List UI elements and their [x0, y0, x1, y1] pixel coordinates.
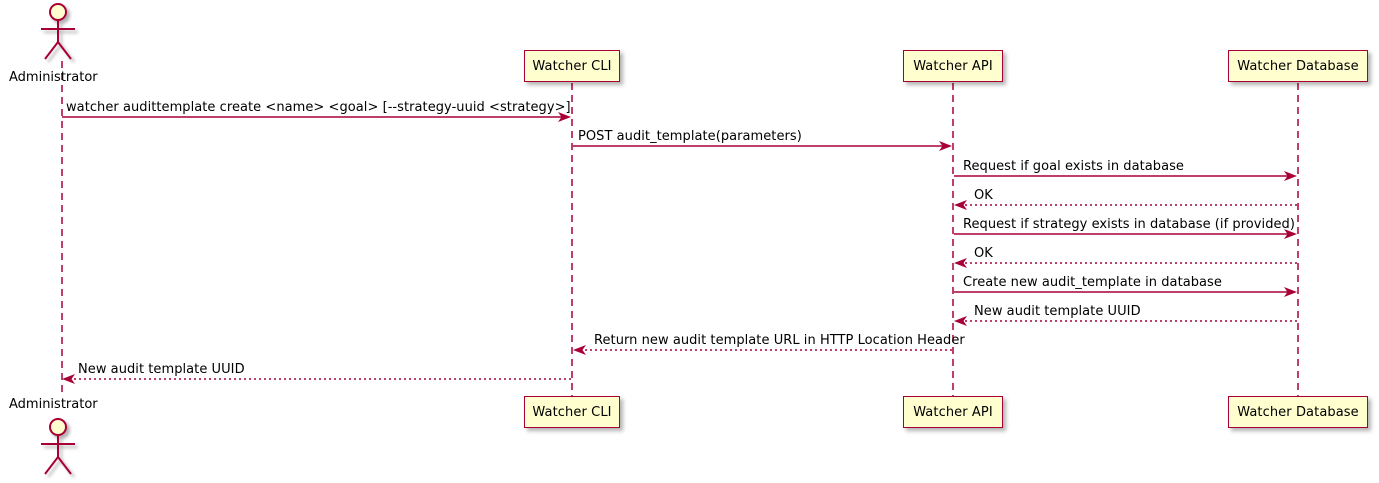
- message-label-6: OK: [974, 246, 993, 261]
- lifelines: [61, 61, 1299, 396]
- participant-watcher-database-top[interactable]: Watcher Database: [1228, 50, 1368, 82]
- actor-administrator-top: [41, 3, 75, 60]
- participant-watcher-cli-top[interactable]: Watcher CLI: [524, 50, 620, 82]
- message-arrow-6: [954, 258, 1297, 268]
- participant-watcher-api-bottom[interactable]: Watcher API: [903, 396, 1003, 428]
- message-arrow-5: [954, 229, 1297, 239]
- message-label-4: OK: [974, 188, 993, 203]
- message-arrow-2: [573, 141, 952, 151]
- actor-administrator-bottom: [41, 418, 75, 475]
- participant-watcher-cli-bottom[interactable]: Watcher CLI: [524, 396, 620, 428]
- message-arrow-9: [573, 345, 952, 355]
- message-label-7: Create new audit_template in database: [963, 275, 1222, 290]
- message-label-5: Request if strategy exists in database (…: [963, 217, 1295, 232]
- message-label-8: New audit template UUID: [974, 304, 1141, 319]
- message-arrow-10: [62, 374, 571, 384]
- message-arrows: [62, 112, 1297, 384]
- participant-watcher-database-bottom[interactable]: Watcher Database: [1228, 396, 1368, 428]
- message-arrow-8: [954, 316, 1297, 326]
- actor-label-administrator-bottom: Administrator: [9, 397, 98, 412]
- message-arrow-1: [62, 112, 571, 122]
- message-arrow-4: [954, 200, 1297, 210]
- message-arrow-7: [954, 287, 1297, 297]
- message-label-9: Return new audit template URL in HTTP Lo…: [594, 333, 965, 348]
- actor-label-administrator-top: Administrator: [9, 70, 98, 85]
- participant-watcher-api-top[interactable]: Watcher API: [903, 50, 1003, 82]
- message-label-3: Request if goal exists in database: [963, 159, 1184, 174]
- message-label-10: New audit template UUID: [78, 362, 245, 377]
- message-label-1: watcher audittemplate create <name> <goa…: [66, 100, 571, 115]
- message-label-2: POST audit_template(parameters): [578, 129, 802, 144]
- message-arrow-3: [954, 171, 1297, 181]
